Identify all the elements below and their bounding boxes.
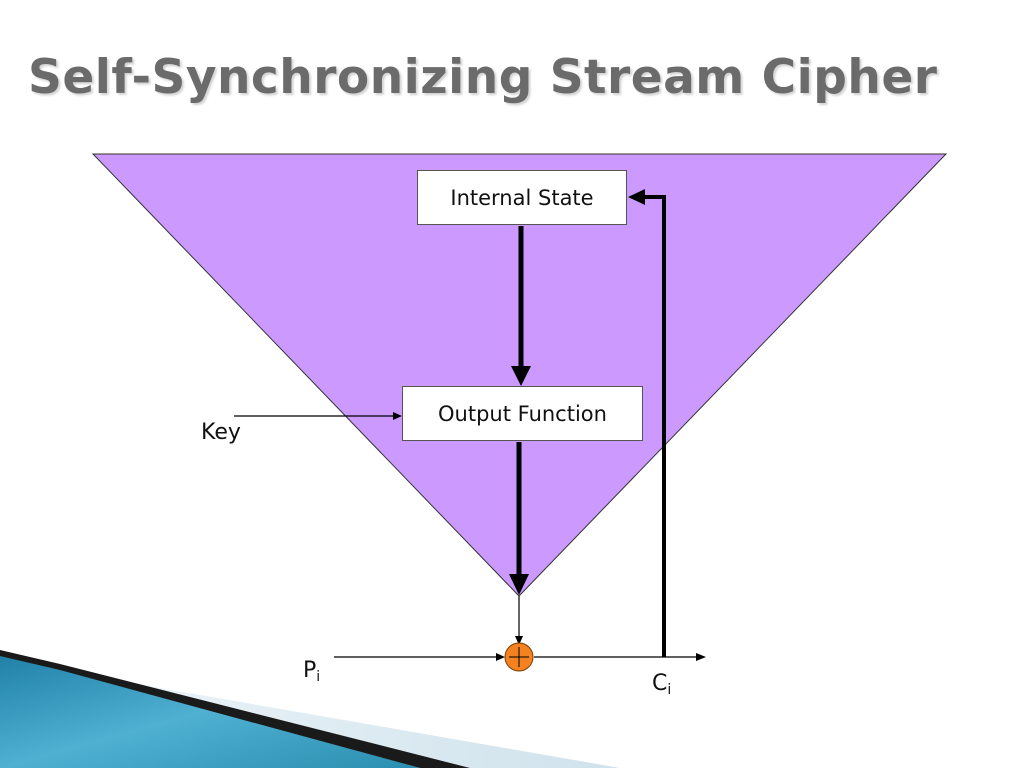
keystream-arrow [515, 596, 523, 645]
key-label: Key [201, 420, 241, 445]
ciphertext-arrow [534, 653, 706, 661]
output-function-label: Output Function [438, 401, 607, 426]
plaintext-subscript: i [316, 669, 321, 685]
state-to-output-arrow [511, 226, 531, 386]
ciphertext-label: Ci [652, 671, 671, 698]
feedback-arrow [628, 189, 666, 657]
key-arrow [234, 412, 402, 420]
ciphertext-subscript: i [667, 682, 672, 698]
internal-state-label: Internal State [450, 185, 594, 210]
output-function-box: Output Function [402, 386, 643, 441]
slide-title: Self-Synchronizing Stream Cipher [28, 50, 938, 105]
plaintext-arrow [334, 653, 505, 661]
plaintext-label: Pi [303, 658, 320, 685]
plaintext-letter: P [303, 658, 317, 683]
internal-state-box: Internal State [417, 170, 627, 225]
output-to-apex-arrow [509, 442, 529, 595]
ciphertext-letter: C [652, 671, 668, 696]
corner-swoosh [0, 650, 620, 768]
xor-node [504, 642, 534, 672]
